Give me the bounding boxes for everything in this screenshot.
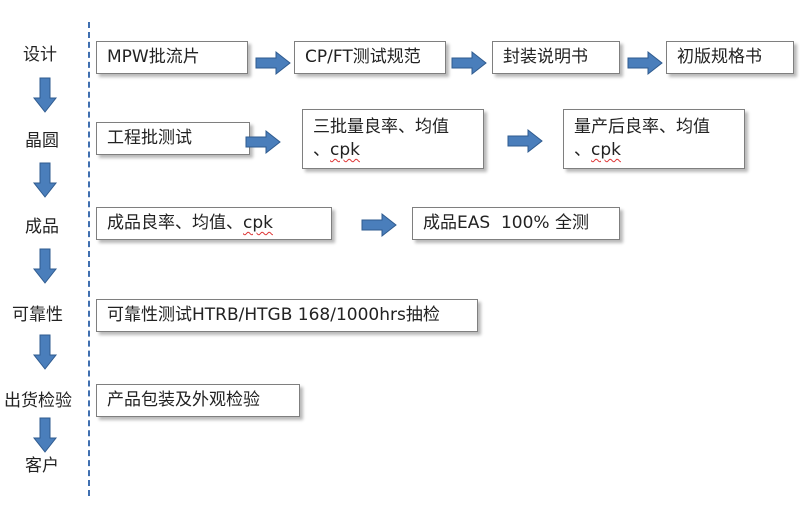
step-reliability-test: 可靠性测试HTRB/HTGB 168/1000hrs抽检 [96,299,478,332]
step-packaging-visual-inspection-label: 产品包装及外观检验 [107,390,260,410]
down-arrow-icon [32,162,58,198]
down-arrow-icon [32,77,58,113]
step-packaging-visual-inspection: 产品包装及外观检验 [96,384,300,417]
stage-shipping-inspection: 出货检验 [4,391,72,411]
step-initial-datasheet: 初版规格书 [666,41,794,74]
step-initial-datasheet-label: 初版规格书 [677,47,762,67]
step-engineering-lot-test-label: 工程批测试 [107,128,192,148]
step-mpw-run-label: MPW批流片 [107,47,200,67]
stage-reliability: 可靠性 [12,305,63,325]
step-mpw-run: MPW批流片 [96,41,248,74]
right-arrow-icon [245,129,281,155]
stage-design: 设计 [23,45,57,65]
step-package-spec-label: 封装说明书 [503,47,588,67]
stage-finished: 成品 [25,217,59,237]
step-finished-eas-full-test-label: 成品EAS 100% 全测 [423,213,589,233]
step-finished-yield-label: 成品良率、均值、cpk [107,213,273,233]
down-arrow-icon [32,334,58,370]
right-arrow-icon [451,50,487,76]
step-finished-eas-full-test: 成品EAS 100% 全测 [412,207,620,240]
down-arrow-icon [32,417,58,453]
step-mass-production-yield: 量产后良率、均值 、cpk [563,109,745,169]
step-engineering-lot-test: 工程批测试 [96,122,250,155]
step-cp-ft-test-spec-label: CP/FT测试规范 [305,47,421,67]
step-three-lot-yield-line1: 三批量良率、均值 [313,117,449,137]
step-cp-ft-test-spec: CP/FT测试规范 [294,41,446,74]
step-three-lot-yield: 三批量良率、均值 、cpk [302,109,484,169]
right-arrow-icon [507,128,543,154]
step-finished-yield: 成品良率、均值、cpk [96,207,332,240]
right-arrow-icon [361,212,397,238]
right-arrow-icon [255,50,291,76]
stage-customer: 客户 [25,456,59,476]
step-mass-production-yield-line1: 量产后良率、均值 [574,117,710,137]
step-three-lot-yield-line2: 、cpk [313,140,360,160]
step-mass-production-yield-line2: 、cpk [574,140,621,160]
stage-wafer: 晶圆 [25,131,59,151]
down-arrow-icon [32,248,58,284]
right-arrow-icon [627,50,663,76]
dashed-divider [88,22,90,496]
step-package-spec: 封装说明书 [492,41,620,74]
step-reliability-test-label: 可靠性测试HTRB/HTGB 168/1000hrs抽检 [107,305,440,325]
